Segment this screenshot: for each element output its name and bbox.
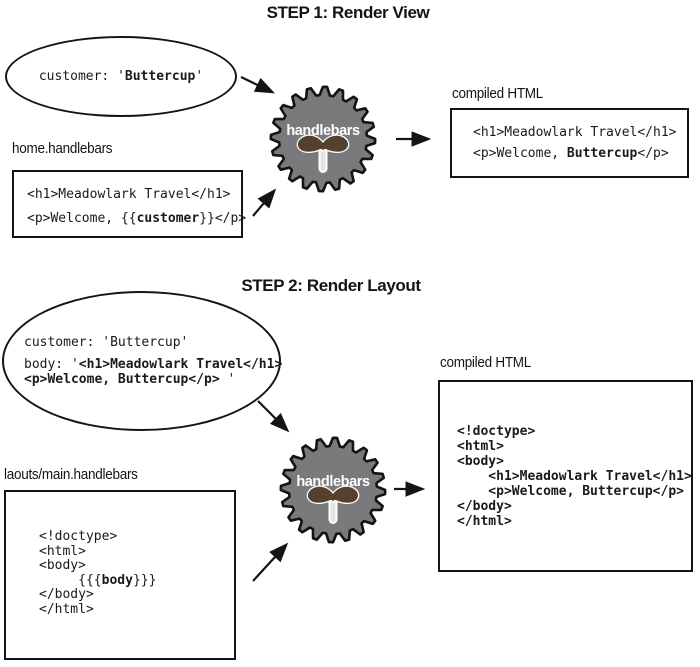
step1-context-code: customer: 'Buttercup' bbox=[38, 69, 204, 84]
step1-view-filename: home.handlebars bbox=[12, 140, 113, 157]
step1-output-label: compiled HTML bbox=[452, 85, 544, 102]
step2-context-code: customer: 'Buttercup'body: '<h1>Meadowla… bbox=[24, 335, 283, 387]
mustache-icon bbox=[306, 485, 360, 504]
svg-text:handlebars: handlebars bbox=[296, 474, 370, 490]
step1-title: STEP 1: Render View bbox=[266, 3, 430, 22]
handlebars-gear-icon: handlebars bbox=[269, 85, 377, 193]
step2-title: STEP 2: Render Layout bbox=[241, 276, 421, 295]
step1-context-ellipse: customer: 'Buttercup' bbox=[5, 36, 237, 117]
step2-output-code: <!doctype><html><body> <h1>Meadowlark Tr… bbox=[457, 424, 692, 529]
mustache-icon bbox=[296, 134, 350, 153]
step1-output-code: <h1>Meadowlark Travel</h1><p>Welcome, Bu… bbox=[473, 125, 677, 161]
step1-output-box: <h1>Meadowlark Travel</h1><p>Welcome, Bu… bbox=[450, 108, 689, 178]
arrow-context1-to-engine bbox=[240, 76, 275, 94]
arrow-view1-to-engine bbox=[252, 188, 277, 217]
step1-view-code: <h1>Meadowlark Travel</h1><p>Welcome, {{… bbox=[27, 187, 247, 226]
step2-context-ellipse: customer: 'Buttercup'body: '<h1>Meadowla… bbox=[2, 291, 283, 431]
step2-output-label: compiled HTML bbox=[440, 354, 532, 371]
step1-view-box: <h1>Meadowlark Travel</h1><p>Welcome, {{… bbox=[12, 170, 247, 238]
svg-text:handlebars: handlebars bbox=[286, 123, 360, 139]
arrow-layout2-to-engine bbox=[252, 542, 289, 582]
step2-layout-code: <!doctype><html><body> {{{body}}}</body>… bbox=[39, 529, 157, 617]
step2-output-box: <!doctype><html><body> <h1>Meadowlark Tr… bbox=[438, 380, 693, 572]
step2-layout-box: <!doctype><html><body> {{{body}}}</body>… bbox=[4, 490, 236, 660]
handlebars-gear-icon: handlebars bbox=[279, 436, 387, 544]
arrow-context2-to-engine bbox=[257, 400, 290, 433]
step2-layout-filename: laouts/main.handlebars bbox=[4, 466, 138, 483]
